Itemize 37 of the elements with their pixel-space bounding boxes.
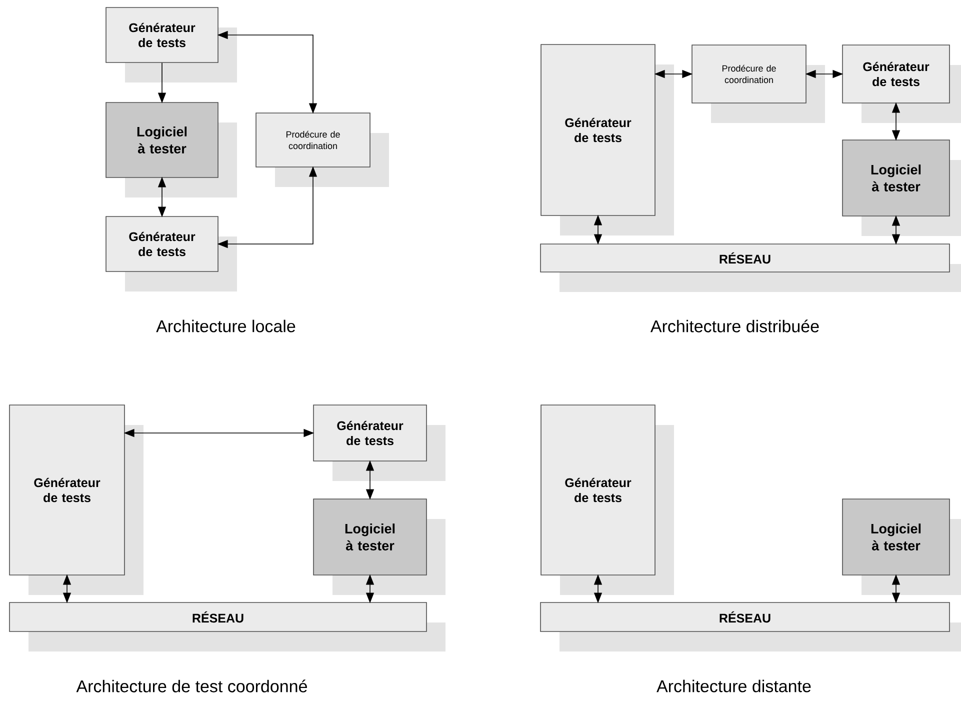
arrow [594, 216, 602, 244]
arrow [158, 178, 166, 216]
process-box: Générateur de tests [540, 44, 674, 236]
network-bar: RÉSEAU [9, 602, 446, 652]
node-label: RÉSEAU [192, 611, 244, 623]
arrow [806, 70, 842, 78]
arrow [124, 428, 314, 438]
network-bar: RÉSEAU [540, 244, 961, 292]
arrow [217, 30, 318, 114]
node-label: RÉSEAU [720, 611, 770, 623]
process-box: Logiciel à tester [842, 140, 961, 236]
process-box: Logiciel à tester [842, 498, 961, 595]
process-box: Générateur de tests [9, 404, 144, 595]
arrow [158, 62, 166, 102]
caption: Architecture de test coordonné [76, 680, 307, 692]
network-bar: RÉSEAU [540, 602, 961, 652]
arrow [892, 575, 900, 602]
arrow [655, 70, 692, 78]
caption: Architecture distribuée [650, 320, 819, 332]
process-box: Générateur de tests [106, 216, 237, 292]
process-box: Générateur de tests [842, 44, 961, 123]
process-box: Prodécure de coordination [692, 44, 825, 123]
arrow [62, 575, 72, 602]
process-box: Logiciel à tester [106, 102, 237, 198]
process-box: Générateur de tests [313, 404, 446, 481]
arrow [366, 461, 374, 499]
process-box: Générateur de tests [106, 7, 237, 82]
arrow [217, 166, 318, 248]
process-box: Générateur de tests [540, 404, 674, 595]
caption: Architecture locale [156, 320, 296, 332]
arrow [366, 575, 374, 602]
caption: Architecture distante [656, 680, 811, 692]
process-box: Prodécure de coordination [256, 112, 389, 187]
arrow [594, 575, 602, 602]
arrow [892, 103, 900, 140]
process-box: Logiciel à tester [313, 498, 446, 595]
arrow [892, 216, 900, 244]
